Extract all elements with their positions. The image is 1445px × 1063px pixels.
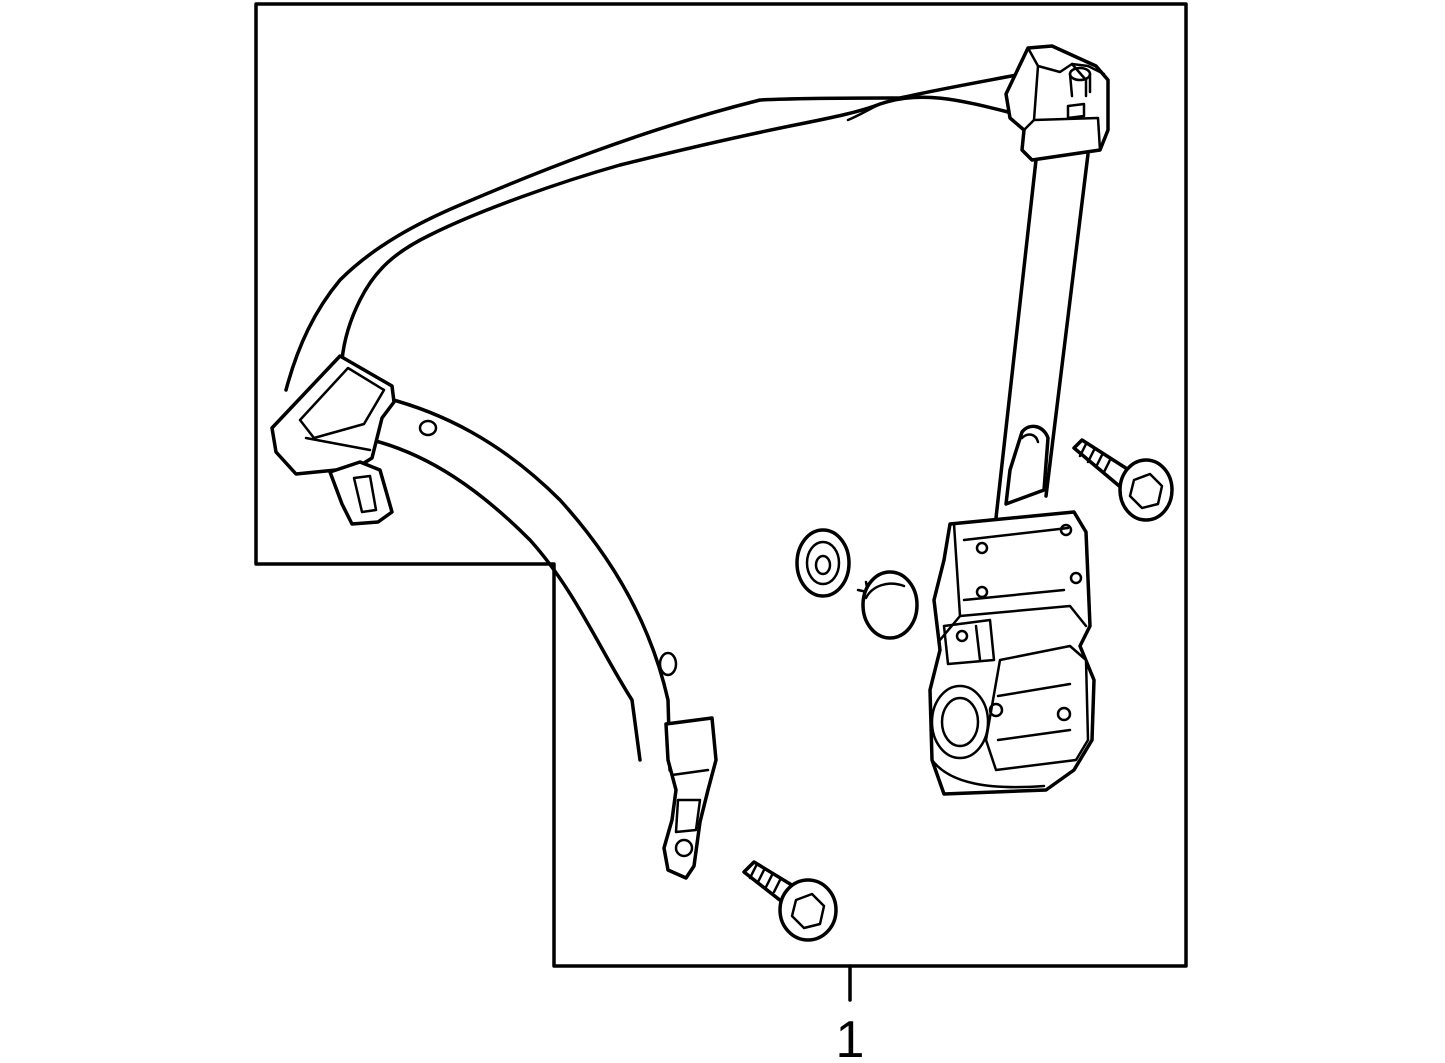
bolt-head: [778, 878, 838, 942]
assembly-boundary-frame: [254, 2, 1188, 968]
anchor-hole: [674, 838, 694, 858]
retractor-spool: [930, 684, 990, 760]
shoulder-belt-webbing: [284, 72, 1024, 392]
bolt-head: [1118, 458, 1174, 522]
webbing-hole-upper: [418, 419, 438, 437]
lap-anchor-plate: [662, 716, 718, 880]
upper-bolt: [1072, 438, 1174, 522]
retractor-webbing: [994, 152, 1090, 520]
webbing-hole-lower: [658, 651, 678, 677]
bolt-cap: [856, 570, 919, 640]
callout-number: 1: [836, 1011, 865, 1063]
callout-1: 1: [836, 964, 865, 1063]
washer: [795, 528, 851, 598]
lap-belt-webbing: [370, 396, 704, 772]
upper-anchor-bracket: [1004, 44, 1110, 162]
retractor-assembly: [928, 510, 1096, 796]
lower-bolt: [742, 860, 838, 942]
latch-plate-tongue: [270, 354, 396, 526]
